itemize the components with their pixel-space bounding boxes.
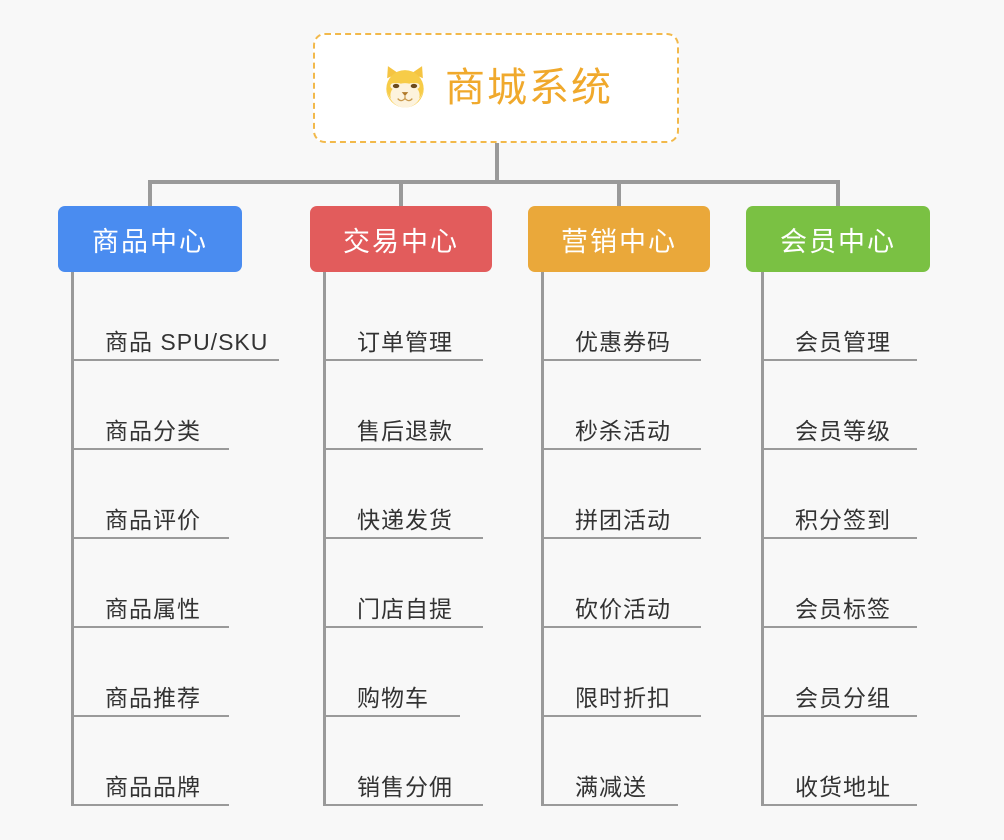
- leaf-item[interactable]: 拼团活动: [541, 450, 701, 539]
- root-node[interactable]: 商城系统: [313, 33, 679, 143]
- leaf-underline: [541, 626, 701, 628]
- leaf-label: 收货地址: [795, 773, 891, 800]
- leaf-underline: [541, 359, 701, 361]
- leaf-underline: [323, 359, 483, 361]
- leaf-item[interactable]: 销售分佣: [323, 717, 483, 806]
- leaf-underline: [323, 626, 483, 628]
- leaf-item[interactable]: 商品品牌: [71, 717, 268, 806]
- leaf-item[interactable]: 商品 SPU/SKU: [71, 272, 279, 361]
- leaf-item[interactable]: 优惠券码: [541, 272, 701, 361]
- leaf-underline: [323, 804, 483, 806]
- leaf-label: 商品属性: [105, 595, 201, 622]
- leaf-item[interactable]: 门店自提: [323, 539, 483, 628]
- category-label-4: 会员中心: [780, 226, 896, 257]
- leaf-label: 限时折扣: [575, 684, 671, 711]
- leaf-underline: [71, 626, 229, 628]
- leaf-label: 快递发货: [357, 506, 453, 533]
- leaf-item[interactable]: 订单管理: [323, 272, 483, 361]
- leaf-column-4: 会员管理 会员等级 积分签到 会员标签 会员分组 收货地址: [761, 272, 917, 806]
- leaf-label: 销售分佣: [357, 773, 453, 800]
- leaf-item[interactable]: 商品分类: [71, 361, 268, 450]
- leaf-item[interactable]: 积分签到: [761, 450, 917, 539]
- column-spine-1: [71, 272, 74, 806]
- leaf-underline: [761, 448, 917, 450]
- leaf-underline: [323, 537, 483, 539]
- column-spine-3: [541, 272, 544, 806]
- leaf-label: 会员分组: [795, 684, 891, 711]
- leaf-item[interactable]: 秒杀活动: [541, 361, 701, 450]
- leaf-underline: [541, 715, 701, 717]
- leaf-column-1: 商品 SPU/SKU 商品分类 商品评价 商品属性 商品推荐 商品品牌: [71, 272, 279, 806]
- leaf-label: 积分签到: [795, 506, 891, 533]
- leaf-item[interactable]: 会员标签: [761, 539, 917, 628]
- root-title: 商城系统: [445, 66, 613, 110]
- leaf-underline: [761, 715, 917, 717]
- leaf-item[interactable]: 商品推荐: [71, 628, 268, 717]
- category-box-2[interactable]: 交易中心: [310, 206, 492, 272]
- leaf-label: 订单管理: [357, 328, 453, 355]
- leaf-label: 秒杀活动: [575, 417, 671, 444]
- category-label-2: 交易中心: [343, 226, 459, 257]
- leaf-label: 购物车: [357, 684, 429, 711]
- leaf-underline: [71, 359, 279, 361]
- category-label-1: 商品中心: [92, 226, 208, 257]
- leaf-item[interactable]: 快递发货: [323, 450, 483, 539]
- column-spine-4: [761, 272, 764, 806]
- leaf-item[interactable]: 购物车: [323, 628, 460, 717]
- leaf-column-2: 订单管理 售后退款 快递发货 门店自提 购物车 销售分佣: [323, 272, 483, 806]
- leaf-underline: [541, 448, 701, 450]
- leaf-label: 砍价活动: [575, 595, 671, 622]
- leaf-label: 商品品牌: [105, 773, 201, 800]
- leaf-underline: [71, 804, 229, 806]
- leaf-underline: [323, 715, 460, 717]
- connector-horizontal-bar: [148, 180, 840, 184]
- category-box-4[interactable]: 会员中心: [746, 206, 930, 272]
- leaf-item[interactable]: 会员分组: [761, 628, 917, 717]
- connector-root-stem: [495, 143, 499, 183]
- leaf-underline: [71, 537, 229, 539]
- category-box-1[interactable]: 商品中心: [58, 206, 242, 272]
- leaf-label: 会员管理: [795, 328, 891, 355]
- connector-drop-2: [399, 180, 403, 208]
- leaf-label: 会员等级: [795, 417, 891, 444]
- leaf-item[interactable]: 砍价活动: [541, 539, 701, 628]
- leaf-underline: [71, 448, 229, 450]
- leaf-label: 门店自提: [357, 595, 453, 622]
- leaf-label: 售后退款: [357, 417, 453, 444]
- leaf-item[interactable]: 限时折扣: [541, 628, 701, 717]
- leaf-item[interactable]: 收货地址: [761, 717, 917, 806]
- leaf-label: 满减送: [575, 773, 647, 800]
- leaf-label: 优惠券码: [575, 328, 671, 355]
- leaf-item[interactable]: 满减送: [541, 717, 678, 806]
- leaf-item[interactable]: 会员等级: [761, 361, 917, 450]
- connector-drop-4: [836, 180, 840, 208]
- leaf-label: 商品 SPU/SKU: [105, 328, 269, 355]
- leaf-label: 商品分类: [105, 417, 201, 444]
- category-box-3[interactable]: 营销中心: [528, 206, 710, 272]
- shiba-dog-icon: [379, 62, 431, 114]
- leaf-underline: [761, 537, 917, 539]
- leaf-label: 商品评价: [105, 506, 201, 533]
- leaf-underline: [71, 715, 229, 717]
- leaf-item[interactable]: 会员管理: [761, 272, 917, 361]
- category-label-3: 营销中心: [561, 226, 677, 257]
- leaf-underline: [323, 448, 483, 450]
- leaf-label: 会员标签: [795, 595, 891, 622]
- column-spine-2: [323, 272, 326, 806]
- leaf-label: 拼团活动: [575, 506, 671, 533]
- connector-drop-1: [148, 180, 152, 208]
- leaf-item[interactable]: 商品属性: [71, 539, 268, 628]
- connector-drop-3: [617, 180, 621, 208]
- leaf-underline: [761, 804, 917, 806]
- leaf-item[interactable]: 售后退款: [323, 361, 483, 450]
- leaf-underline: [541, 537, 701, 539]
- leaf-underline: [541, 804, 678, 806]
- leaf-underline: [761, 626, 917, 628]
- leaf-column-3: 优惠券码 秒杀活动 拼团活动 砍价活动 限时折扣 满减送: [541, 272, 701, 806]
- leaf-underline: [761, 359, 917, 361]
- leaf-label: 商品推荐: [105, 684, 201, 711]
- leaf-item[interactable]: 商品评价: [71, 450, 268, 539]
